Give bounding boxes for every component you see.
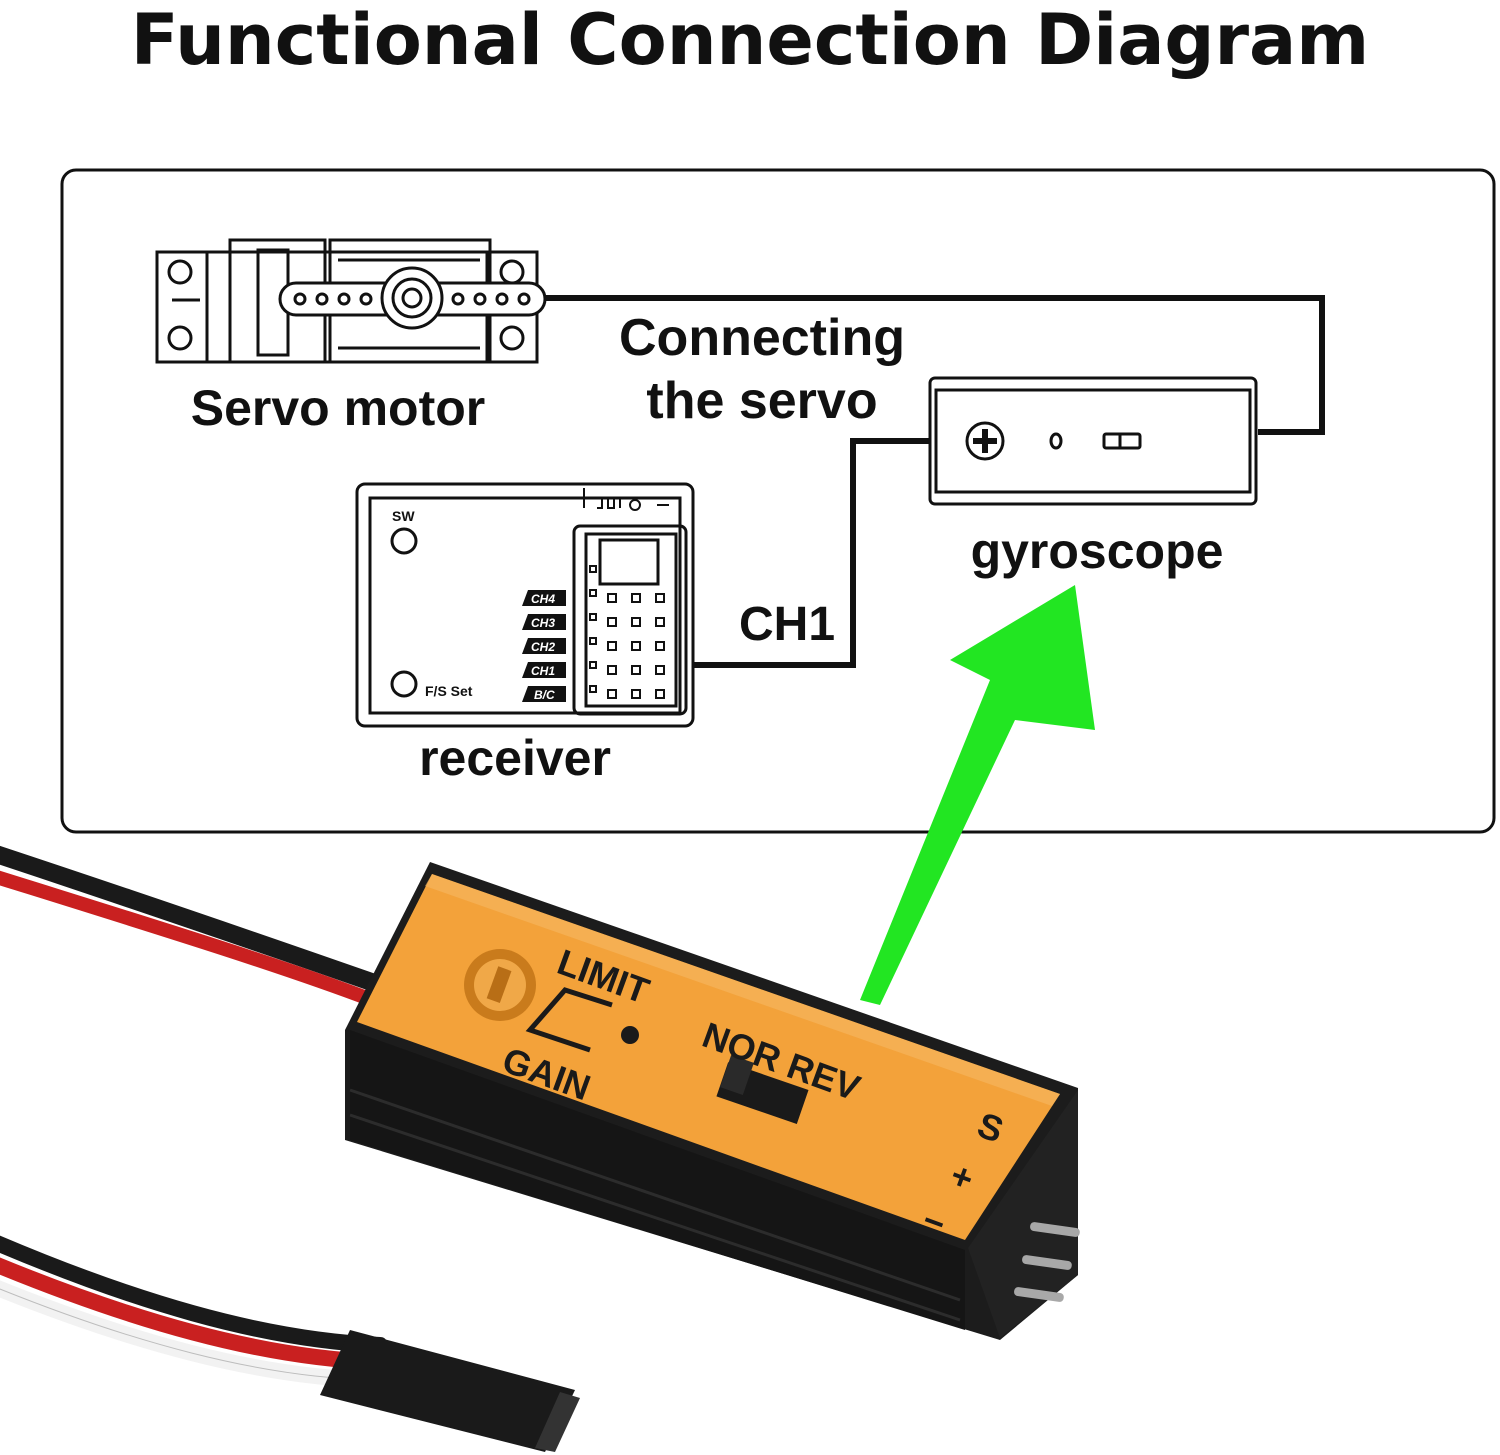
servo-wire bbox=[545, 295, 1325, 435]
servo-connector bbox=[320, 1330, 580, 1452]
channel-tag-ch3: CH3 bbox=[531, 616, 555, 630]
ch1-label: CH1 bbox=[739, 598, 835, 651]
upper-cable bbox=[0, 845, 389, 1007]
receiver-sw-label: SW bbox=[392, 508, 415, 524]
ch1-wire bbox=[664, 438, 930, 668]
diagram-frame bbox=[60, 168, 1496, 834]
gyroscope-device bbox=[345, 862, 1080, 1340]
servo-motor-label: Servo motor bbox=[191, 380, 486, 436]
lower-cable bbox=[0, 1235, 388, 1388]
page-title: Functional Connection Diagram bbox=[130, 0, 1370, 81]
channel-tag-ch1: CH1 bbox=[531, 664, 555, 678]
receiver-pins bbox=[589, 565, 665, 699]
channel-tag-ch4: CH4 bbox=[531, 592, 555, 606]
channel-tag-ch2: CH2 bbox=[531, 640, 555, 654]
receiver-fs-label: F/S Set bbox=[425, 683, 473, 699]
gyroscope-label: gyroscope bbox=[971, 523, 1224, 579]
connect-label-line2: the servo bbox=[646, 372, 877, 430]
gyroscope-illustration bbox=[928, 376, 1258, 506]
connect-label-line1: Connecting bbox=[619, 309, 905, 367]
receiver-channel-tags bbox=[522, 590, 566, 702]
servo-motor-illustration bbox=[155, 238, 547, 364]
green-arrow-icon bbox=[860, 585, 1095, 1005]
receiver-label: receiver bbox=[419, 730, 611, 786]
channel-tag-bc: B/C bbox=[534, 688, 555, 702]
